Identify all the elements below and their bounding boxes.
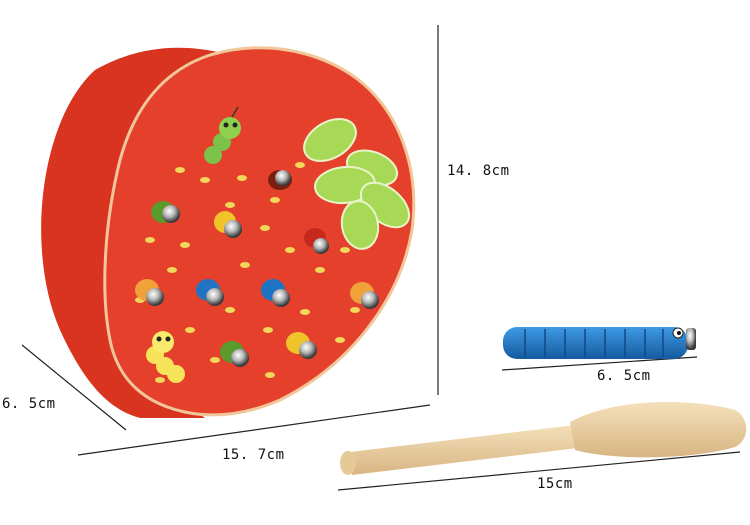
worm-dimension-line	[501, 356, 698, 371]
worm-peg	[196, 279, 224, 306]
blue-worm-piece	[503, 327, 696, 359]
depth-label: 6. 5cm	[2, 396, 56, 412]
worm-peg	[304, 228, 329, 254]
worm-peg	[350, 282, 379, 309]
stick-length-label: 15cm	[537, 476, 573, 492]
worm-peg	[220, 341, 249, 367]
worm-pegs	[135, 170, 379, 367]
stick-dimension-line	[337, 451, 741, 491]
worm-peg	[261, 279, 290, 307]
width-label: 15. 7cm	[222, 447, 285, 463]
worm-peg	[135, 279, 164, 306]
width-dimension-line	[77, 404, 431, 456]
wooden-stick	[340, 401, 747, 475]
worm-peg	[268, 170, 292, 190]
depth-dimension-line	[21, 344, 127, 431]
worm-peg	[214, 211, 242, 238]
dimension-lines	[21, 25, 741, 491]
strawberry-seeds	[135, 162, 360, 383]
yellow-caterpillar-icon	[146, 331, 185, 383]
green-caterpillar-icon	[204, 106, 241, 164]
worm-peg	[151, 201, 180, 223]
worm-peg	[286, 332, 317, 359]
worm-length-label: 6. 5cm	[597, 368, 651, 384]
leaf-cluster	[303, 118, 411, 250]
height-label: 14. 8cm	[447, 163, 510, 179]
